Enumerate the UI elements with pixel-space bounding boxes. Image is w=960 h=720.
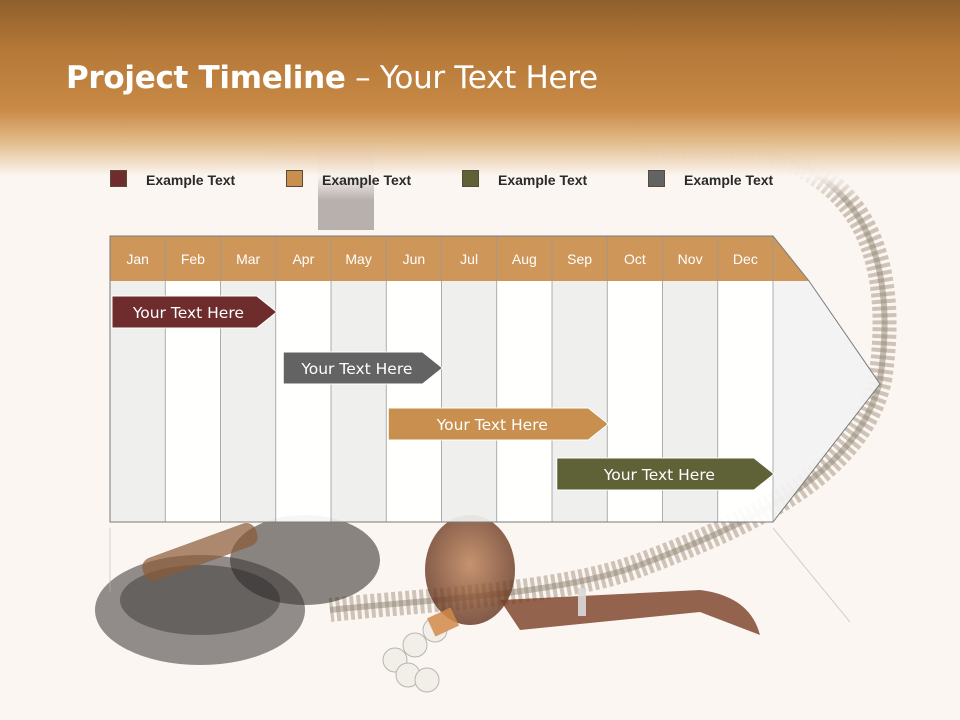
task-bar-1 xyxy=(111,295,278,329)
month-label-oct: Oct xyxy=(624,251,646,267)
month-label-dec: Dec xyxy=(733,251,758,267)
legend-swatch-4 xyxy=(648,170,665,187)
arrow-body xyxy=(773,281,880,522)
month-column xyxy=(441,281,497,522)
month-label-mar: Mar xyxy=(236,251,260,267)
title-rest: – Your Text Here xyxy=(345,60,598,96)
task-bar-3 xyxy=(387,407,610,441)
timeline-reflection xyxy=(109,527,851,623)
page-title: Project Timeline – Your Text Here xyxy=(66,60,598,96)
task-label-1: Your Text Here xyxy=(132,304,244,322)
task-bar-2 xyxy=(282,351,444,385)
legend-label-1: Example Text xyxy=(146,172,236,188)
legend-label-3: Example Text xyxy=(498,172,588,188)
month-column xyxy=(275,281,331,522)
task-label-4: Your Text Here xyxy=(603,466,715,484)
legend-swatch-1 xyxy=(110,170,127,187)
legend-swatch-3 xyxy=(462,170,479,187)
timeline-outline xyxy=(109,235,881,523)
task-label-2: Your Text Here xyxy=(300,360,412,378)
legend-swatch-2 xyxy=(286,170,303,187)
month-column xyxy=(386,281,442,522)
task-label-3: Your Text Here xyxy=(436,416,548,434)
month-label-jul: Jul xyxy=(460,251,478,267)
title-bold: Project Timeline xyxy=(66,60,346,96)
month-label-jun: Jun xyxy=(403,251,426,267)
month-label-may: May xyxy=(345,251,371,267)
month-label-aug: Aug xyxy=(512,251,537,267)
task-bar-4 xyxy=(556,457,775,491)
month-label-sep: Sep xyxy=(567,251,592,267)
month-column xyxy=(496,281,552,522)
month-label-jan: Jan xyxy=(126,251,149,267)
legend-label-4: Example Text xyxy=(684,172,774,188)
month-label-apr: Apr xyxy=(292,251,314,267)
legend-label-2: Example Text xyxy=(322,172,412,188)
month-label-feb: Feb xyxy=(181,251,205,267)
header-band xyxy=(0,0,960,200)
month-column xyxy=(331,281,387,522)
month-label-nov: Nov xyxy=(678,251,703,267)
